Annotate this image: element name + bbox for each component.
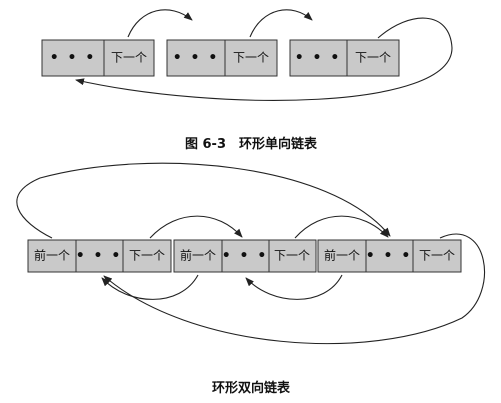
singly-node-2-next-label: 下一个 (233, 51, 269, 65)
doubly-node-2-next-cell (268, 239, 317, 273)
singly-node-2: • • • 下一个 (166, 39, 278, 77)
doubly-node-2-prev-label: 前一个 (180, 248, 216, 263)
doubly-node-3-next-label: 下一个 (419, 249, 455, 263)
doubly-node-2-dots: • • • (222, 248, 269, 264)
singly-caption: 图 6-3 环形单向链表 (185, 136, 318, 152)
doubly-prev-arrow-1-to-3-wrap (16, 162, 391, 239)
doubly-node-3: 前一个 • • • 下一个 (317, 239, 462, 273)
doubly-linked-list: 前一个 • • • 下一个 前一个 • • • 下一个 前一个 • • • 下一… (16, 162, 485, 396)
doubly-node-2-next-label: 下一个 (274, 249, 310, 263)
doubly-next-arrow-2-to-3 (294, 215, 389, 239)
doubly-node-2-prev-cell (173, 239, 223, 273)
doubly-node-3-data-cell (365, 239, 414, 273)
doubly-next-arrow-1-to-2 (149, 215, 243, 239)
doubly-caption: 环形双向链表 (212, 380, 291, 396)
singly-node-1-next-label: 下一个 (111, 51, 147, 65)
doubly-node-2-data-cell (221, 239, 270, 273)
singly-node-3-next-label: 下一个 (355, 51, 391, 65)
doubly-next-arrow-3-to-1-wrap (103, 233, 485, 345)
singly-node-1-data-cell (41, 39, 105, 77)
doubly-prev-arrow-3-to-2 (245, 274, 343, 300)
singly-node-2-next-cell (224, 39, 278, 77)
singly-node-2-dots: • • • (173, 50, 220, 66)
singly-linked-list: • • • 下一个 • • • 下一个 • • • 下一个 图 6-3 环形单向… (41, 9, 453, 152)
singly-node-2-data-cell (166, 39, 226, 77)
doubly-node-3-prev-label: 前一个 (324, 248, 360, 263)
singly-node-3: • • • 下一个 (289, 39, 400, 77)
doubly-node-1: 前一个 • • • 下一个 (27, 239, 172, 273)
singly-node-3-data-cell (289, 39, 348, 77)
singly-node-1: • • • 下一个 (41, 39, 155, 77)
singly-arrow-2-to-3 (249, 9, 313, 38)
doubly-node-3-prev-cell (317, 239, 367, 273)
doubly-node-1-prev-label: 前一个 (34, 248, 70, 263)
doubly-node-1-dots: • • • (76, 248, 123, 264)
singly-arrow-1-to-2 (127, 9, 193, 38)
singly-node-3-next-cell (346, 39, 400, 77)
doubly-prev-arrow-2-to-1 (101, 274, 199, 300)
doubly-node-1-next-cell (122, 239, 172, 273)
singly-arrow-3-to-1-wrap (75, 17, 453, 101)
doubly-node-1-next-label: 下一个 (129, 249, 165, 263)
singly-node-1-dots: • • • (50, 50, 97, 66)
doubly-node-2: 前一个 • • • 下一个 (173, 239, 317, 273)
doubly-node-3-dots: • • • (366, 248, 413, 264)
doubly-node-3-next-cell (412, 239, 462, 273)
singly-node-1-next-cell (103, 39, 155, 77)
singly-node-3-dots: • • • (295, 50, 342, 66)
